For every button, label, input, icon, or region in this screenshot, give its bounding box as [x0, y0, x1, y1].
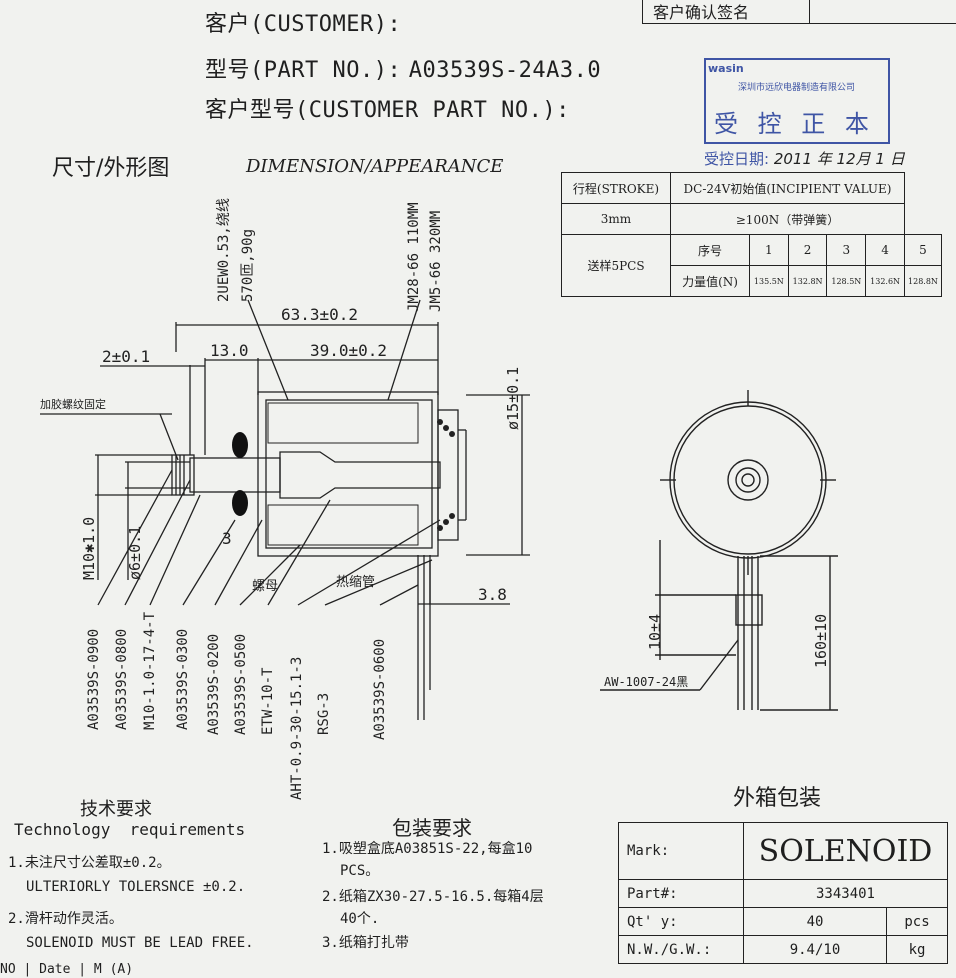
packaging-line1: 1.吸塑盒底A03851S-22,每盒10	[322, 841, 533, 857]
part-label: AHT-0.9-30-15.1-3	[289, 657, 305, 800]
packaging-line1b: PCS。	[340, 863, 380, 879]
outer-box-table: Mark: SOLENOID Part#: 3343401 Qt' y: 40 …	[618, 822, 948, 964]
force-cell: 128.8N	[903, 265, 943, 297]
dim-overall: 63.3±0.2	[281, 305, 358, 324]
part-label: A03539S-0900	[86, 629, 102, 730]
packaging-line3: 3.纸箱打扎带	[322, 935, 409, 951]
packaging-title: 包装要求	[392, 816, 472, 840]
stamp-date: 受控日期: 2011 年 12月 1 日	[704, 148, 905, 169]
sample-label: 送样5PCS	[561, 234, 671, 297]
dim-m10: M10✱1.0	[80, 517, 98, 580]
part-label: A03539S-0800	[114, 629, 130, 730]
seq-cell: 5	[903, 234, 943, 266]
dim-dia15: ø15±0.1	[504, 367, 522, 430]
stamp-date-label: 受控日期:	[704, 150, 770, 168]
nut-label: 螺母	[252, 579, 278, 594]
part-no-label: 型号(PART NO.):	[205, 58, 402, 83]
signature-label: 客户确认签名	[653, 3, 750, 22]
weight-unit: kg	[886, 935, 948, 964]
tech-line1-en: ULTERIORLY TOLERSNCE ±0.2.	[26, 879, 246, 895]
dim-3-8: 3.8	[478, 585, 507, 604]
tech-title-en: Technology requirements	[14, 820, 246, 839]
dim-160: 160±10	[812, 614, 830, 668]
part-no-value: A03539S-24A3.0	[408, 58, 602, 83]
stamp-text: 受 控 正 本	[714, 110, 875, 138]
dim-2: 2±0.1	[102, 347, 150, 366]
seq-cell: 4	[865, 234, 905, 266]
part-label-cell: Part#:	[618, 879, 744, 908]
dim-39: 39.0±0.2	[310, 341, 387, 360]
dim-13: 13.0	[210, 341, 249, 360]
customer-label: 客户(CUSTOMER):	[205, 12, 402, 37]
customer-line: 客户(CUSTOMER):	[205, 6, 401, 38]
qty-value: 40	[743, 907, 887, 936]
force-row-label: 力量值(N)	[670, 265, 750, 297]
jm-spec-1: JM28-66 110MM	[406, 202, 422, 312]
customer-part-line: 客户型号(CUSTOMER PART NO.):	[205, 92, 570, 124]
outer-box-title: 外箱包装	[733, 786, 822, 811]
packaging-line2: 2.纸箱ZX30-27.5-16.5.每箱4层	[322, 889, 544, 905]
stroke-label: 行程(STROKE)	[561, 172, 671, 204]
stamp-company: 深圳市远欣电器制造有限公司	[738, 83, 856, 93]
dim-dia6: ø6±0.1	[126, 526, 144, 580]
weight-value: 9.4/10	[743, 935, 887, 964]
mark-label: Mark:	[618, 822, 744, 880]
part-label: ETW-10-T	[260, 667, 276, 735]
tech-line1: 1.未注尺寸公差取±0.2。	[8, 855, 171, 871]
jm-spec-2: JM5-66 320MM	[428, 211, 444, 312]
part-label: M10-1.0-17-4-T	[142, 611, 158, 730]
dim-3: 3	[222, 529, 232, 548]
part-label: A03539S-0500	[233, 634, 249, 735]
controlled-copy-stamp: wasin 深圳市远欣电器制造有限公司 受 控 正 本	[704, 58, 890, 144]
part-value: 3343401	[743, 879, 948, 908]
customer-part-label: 客户型号(CUSTOMER PART NO.):	[205, 98, 570, 123]
mark-value: SOLENOID	[743, 822, 948, 880]
footer-fragment: NO | Date | M (A)	[0, 962, 134, 977]
part-label: A03539S-0200	[206, 634, 222, 735]
qty-label: Qt' y:	[618, 907, 744, 936]
glue-note: 加胶螺纹固定	[40, 397, 106, 411]
sleeve-label: 热缩管	[336, 574, 375, 590]
stamp-logo: wasin	[708, 62, 744, 75]
tech-line2: 2.滑杆动作灵活。	[8, 911, 123, 927]
wire-label: AW-1007-24黑	[604, 675, 688, 689]
wire-spec-2: 570匝,90g	[240, 229, 256, 302]
dim-10: 10±4	[646, 614, 664, 650]
section-subtitle: DIMENSION/APPEARANCE	[246, 156, 504, 177]
stroke-value: 3mm	[561, 203, 671, 235]
tech-title-cn: 技术要求	[80, 799, 152, 820]
part-label: RSG-3	[316, 693, 332, 735]
force-cell: 132.8N	[787, 265, 828, 297]
stamp-date-value: 2011 年 12月 1 日	[773, 150, 905, 168]
packaging-line2b: 40个.	[340, 911, 380, 927]
part-label: A03539S-0600	[372, 639, 388, 740]
spec-table: 行程(STROKE) DC-24V初始值(INCIPIENT VALUE) 3m…	[561, 172, 943, 297]
signature-box: 客户确认签名	[642, 0, 956, 24]
tech-line2-en: SOLENOID MUST BE LEAD FREE.	[26, 935, 254, 951]
seq-cell: 3	[826, 234, 867, 266]
qty-unit: pcs	[886, 907, 948, 936]
weight-label: N.W./G.W.:	[618, 935, 744, 964]
part-no-line: 型号(PART NO.): A03539S-24A3.0	[205, 52, 601, 84]
wire-spec-1: 2UEW0.53,绕线	[216, 198, 232, 302]
section-title: 尺寸/外形图	[52, 156, 170, 181]
part-label: A03539S-0300	[175, 629, 191, 730]
force-header: DC-24V初始值(INCIPIENT VALUE)	[670, 172, 905, 204]
